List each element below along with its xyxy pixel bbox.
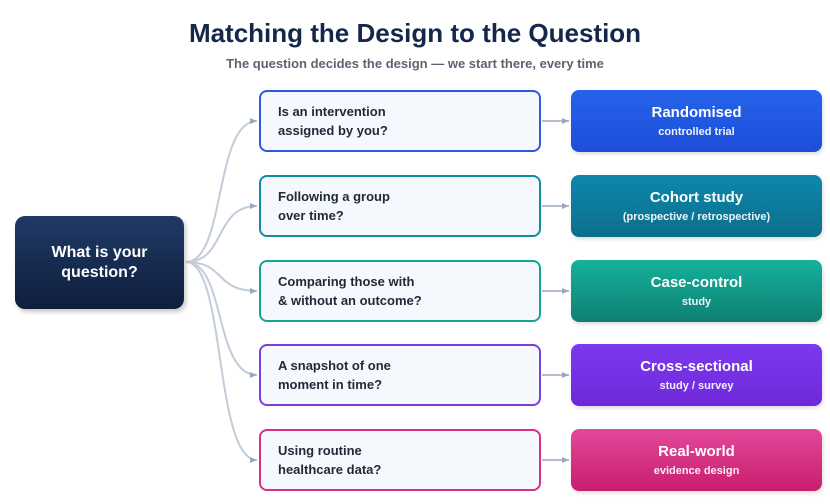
question-box-randomised: Is an intervention assigned by you?	[259, 90, 541, 152]
design-title: Cohort study	[649, 189, 744, 206]
root-connector	[185, 261, 258, 463]
root-connector	[185, 203, 258, 263]
page-subtitle: The question decides the design — we sta…	[226, 56, 604, 71]
question-text: Comparing those with & without an outcom…	[278, 274, 422, 308]
root-question-node: What is your question?	[15, 216, 184, 309]
design-subtitle: (prospective / retrospective)	[622, 211, 771, 223]
root-question-label: What is your question?	[51, 243, 148, 281]
question-box-real-world: Using routine healthcare data?	[259, 429, 541, 491]
question-text: A snapshot of one moment in time?	[278, 358, 391, 392]
design-subtitle: controlled trial	[658, 126, 735, 138]
question-box-case-control: Comparing those with & without an outcom…	[259, 260, 541, 322]
question-box-cross-sectional: A snapshot of one moment in time?	[259, 344, 541, 406]
design-box-cohort: Cohort study (prospective / retrospectiv…	[571, 175, 822, 237]
question-text: Following a group over time?	[278, 189, 390, 223]
design-title: Case-control	[650, 274, 743, 291]
root-connector	[185, 118, 258, 263]
design-subtitle: study	[681, 296, 712, 308]
question-text: Is an intervention assigned by you?	[278, 104, 388, 138]
design-box-randomised: Randomised controlled trial	[571, 90, 822, 152]
root-connector	[185, 261, 258, 294]
design-subtitle: evidence design	[653, 465, 740, 477]
design-box-cross-sectional: Cross-sectional study / survey	[571, 344, 822, 406]
question-box-cohort: Following a group over time?	[259, 175, 541, 237]
design-box-case-control: Case-control study	[571, 260, 822, 322]
design-title: Real-world	[658, 443, 735, 460]
design-title: Randomised	[651, 104, 742, 121]
design-subtitle: study / survey	[659, 380, 734, 392]
design-title: Cross-sectional	[640, 358, 753, 375]
design-box-real-world: Real-world evidence design	[571, 429, 822, 491]
question-text: Using routine healthcare data?	[278, 443, 382, 477]
page-title: Matching the Design to the Question	[188, 18, 642, 48]
root-connector	[185, 261, 258, 378]
